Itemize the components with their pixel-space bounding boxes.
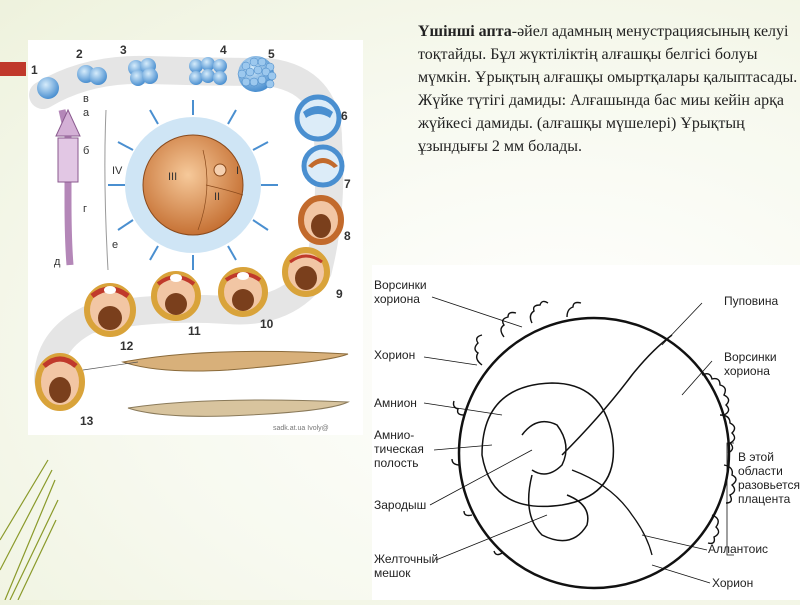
chorion-villi: [451, 300, 737, 556]
watermark: sadk.at.ua Ivoly@: [273, 425, 329, 432]
label-chorion-left: Хорион: [374, 348, 415, 362]
two-cell-b: [89, 67, 107, 85]
embryo-stages-svg: 1 2 3 4 5 6 7 8 9 10 11 12 13 в а б г д …: [29, 43, 351, 432]
implantation-stage: [301, 144, 345, 188]
label-placenta-area: разовьется: [738, 478, 800, 492]
embryo-stages-diagram: 1 2 3 4 5 6 7 8 9 10 11 12 13 в а б г д …: [28, 40, 363, 435]
label-chorion-bottom: Хорион: [712, 576, 753, 590]
neurula-stage-13: [35, 353, 85, 411]
stage-number: 2: [76, 47, 83, 61]
label-placenta-area: В этой: [738, 450, 774, 464]
label-yolk-sac: мешок: [374, 566, 411, 580]
sperm-label: а: [83, 107, 90, 119]
sperm-cell: [55, 108, 109, 271]
sperm-label: б: [83, 145, 89, 157]
label-villi-chorion-right: Ворсинки: [724, 350, 777, 364]
roman-label: I: [236, 165, 239, 177]
stage-number: 9: [336, 287, 343, 301]
label-amniotic-cavity: полость: [374, 456, 418, 470]
umbilical-stalk: [561, 334, 673, 456]
early-neurula-stage: [282, 247, 330, 297]
label-embryo: Зародыш: [374, 498, 426, 512]
stage-number: 3: [120, 43, 127, 57]
label-amniotic-cavity: тическая: [374, 442, 424, 456]
pointer-lines: [423, 296, 734, 584]
sperm-label: д: [54, 256, 61, 268]
four-cell-stage: [128, 58, 158, 86]
label-placenta-area: области: [738, 464, 783, 478]
stage-number: 12: [120, 339, 134, 353]
sperm-label: в: [83, 93, 89, 105]
stage-number: 11: [188, 324, 201, 338]
stage-number: 1: [31, 63, 38, 77]
sperm-label: е: [112, 239, 118, 251]
label-yolk-sac: Желточный: [374, 552, 438, 566]
embryo-shape: [521, 420, 567, 475]
stage-number: 8: [344, 229, 351, 243]
roman-label: III: [168, 171, 177, 183]
text-body: -әйел адамның менустрациясының келуі тоқ…: [418, 23, 798, 155]
label-amniotic-cavity: Амнио-: [374, 428, 414, 442]
neurula-stage-10: [218, 267, 268, 317]
egg-cell: [108, 100, 278, 270]
stage-number: 7: [344, 177, 351, 191]
stage-number: 6: [341, 109, 348, 123]
neurula-stage-11: [151, 271, 201, 321]
label-amnion: Амнион: [374, 396, 417, 410]
morula-stage: [237, 56, 277, 92]
blastocyst-stage: [294, 94, 342, 142]
neurula-stage-12: [84, 283, 136, 337]
text-lead: Үшінші апта: [418, 23, 512, 40]
text-block: Үшінші апта-әйел адамның менустрациясыны…: [418, 20, 798, 158]
allantois: [571, 469, 653, 556]
stage-number: 10: [260, 317, 274, 331]
larva-bottom: [127, 399, 350, 417]
eight-cell-stage: [189, 57, 227, 85]
amnion-sac: [481, 382, 615, 508]
accent-bar: [0, 62, 26, 76]
label-villi-chorion-left: Ворсинки: [374, 278, 427, 292]
stage-number: 13: [80, 414, 94, 428]
sperm-label: г: [83, 203, 87, 215]
stage-number: 5: [268, 47, 275, 61]
decorative-lines: [0, 459, 59, 600]
label-placenta-area: плацента: [738, 492, 791, 506]
label-villi-chorion-right: хориона: [724, 364, 770, 378]
label-allantois: Аллантоис: [708, 542, 768, 556]
larva-top: [121, 350, 349, 372]
label-umbilical-cord: Пуповина: [724, 294, 779, 308]
membranes-svg: Ворсинки хориона Хорион Амнион Амнио- ти…: [374, 278, 800, 590]
stage-number: 4: [220, 43, 227, 57]
roman-label: II: [214, 191, 220, 203]
label-villi-chorion-left: хориона: [374, 292, 420, 306]
chorion-circle: [457, 316, 731, 590]
membranes-diagram: Ворсинки хориона Хорион Амнион Амнио- ти…: [372, 265, 800, 600]
roman-label: IV: [112, 165, 123, 177]
pointer-line: [82, 361, 139, 371]
zygote-cell: [37, 77, 59, 99]
yolk-sac: [527, 474, 589, 542]
gastrula-stage: [298, 195, 344, 245]
